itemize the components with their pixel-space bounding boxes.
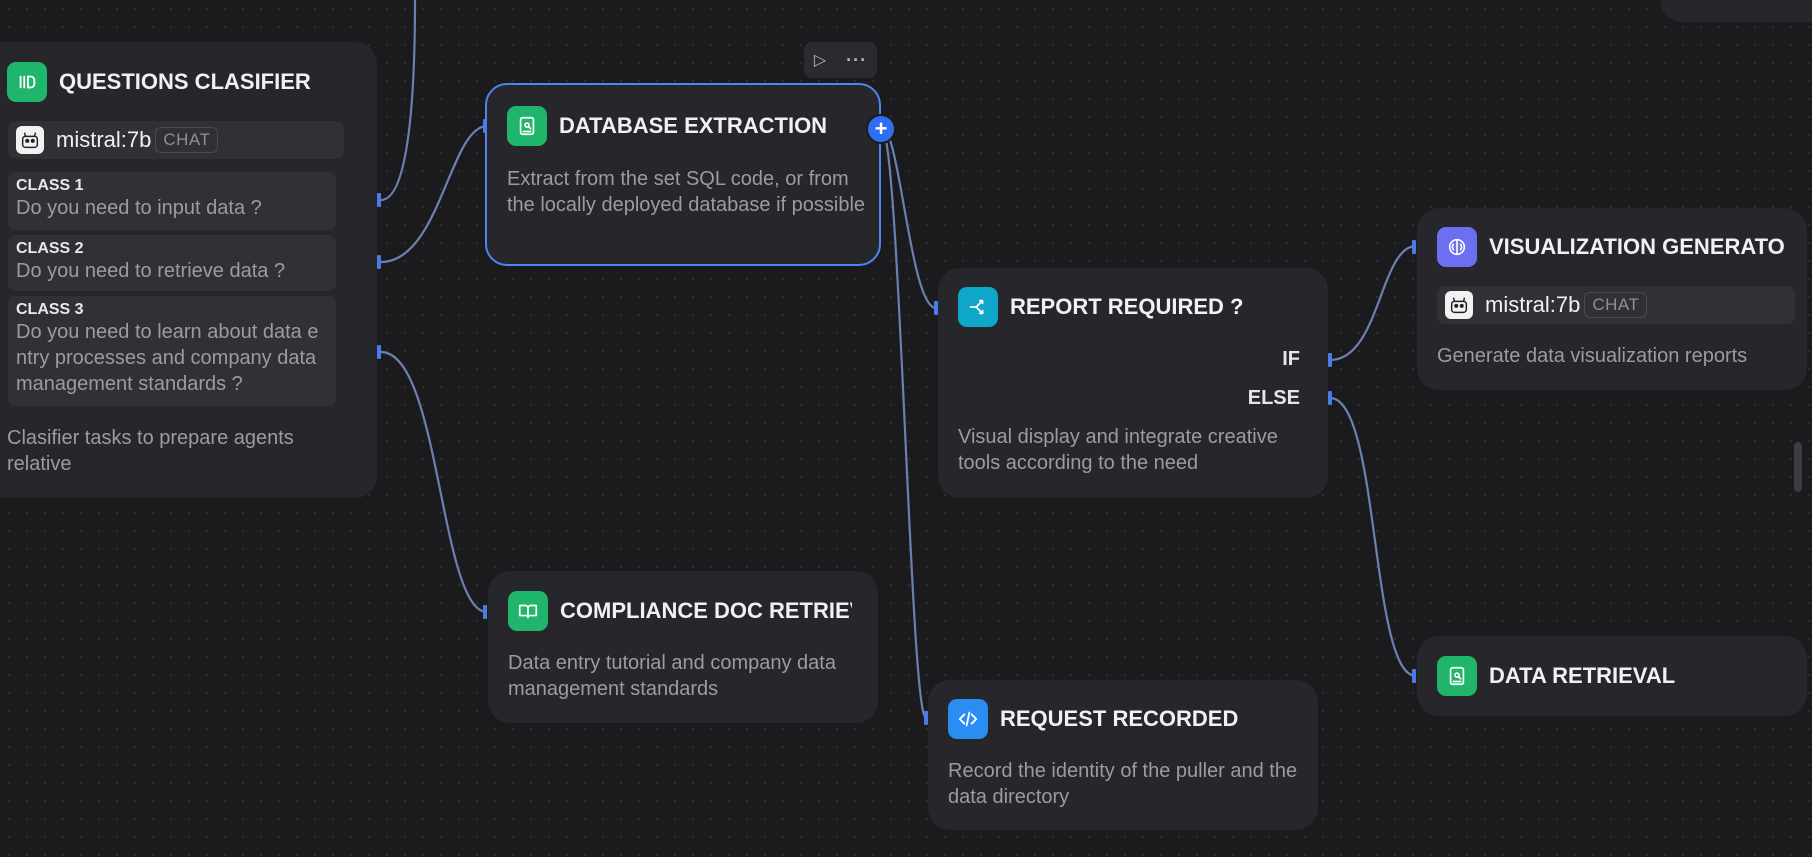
node-compliance-doc[interactable]: COMPLIANCE DOC RETRIEV Data entry tutori…	[488, 571, 878, 723]
node-visualization-generator[interactable]: VISUALIZATION GENERATO mistral:7b CHAT G…	[1417, 208, 1807, 390]
node-title: DATABASE EXTRACTION	[559, 113, 828, 138]
model-type-chip: CHAT	[1584, 292, 1648, 318]
node-toolbar: ▷ ···	[804, 42, 877, 78]
brain-icon	[1437, 227, 1477, 267]
if-output-handle[interactable]	[1328, 353, 1332, 367]
class-title: CLASS 1	[16, 177, 84, 194]
plus-icon[interactable]: +	[866, 114, 896, 144]
node-request-recorded[interactable]: REQUEST RECORDED Record the identity of …	[928, 680, 1318, 830]
report-input-handle[interactable]	[934, 301, 938, 315]
model-selector[interactable]: mistral:7b CHAT	[8, 121, 344, 159]
node-title: DATA RETRIEVAL	[1489, 663, 1676, 688]
node-description: Record the identity of the puller and th…	[948, 760, 1298, 808]
node-database-extraction[interactable]: DATABASE EXTRACTION Extract from the set…	[485, 83, 881, 266]
database-file-icon	[1437, 656, 1477, 696]
node-title: REQUEST RECORDED	[1000, 706, 1239, 731]
class-item-2[interactable]: CLASS 2 Do you need to retrieve data ?	[8, 235, 336, 291]
more-horizontal-icon[interactable]: ···	[846, 49, 868, 70]
node-description: Extract from the set SQL code, or from t…	[507, 168, 866, 216]
class2-output-handle[interactable]	[377, 255, 381, 269]
node-questions-classifier[interactable]: QUESTIONS CLASIFIER mistral:7b CHAT CLAS…	[0, 42, 377, 498]
node-description: Clasifier tasks to prepare agents relati…	[7, 427, 294, 475]
class-question: Do you need to learn about data entry pr…	[16, 321, 319, 395]
class-title: CLASS 3	[16, 301, 84, 318]
node-description: Generate data visualization reports	[1437, 345, 1748, 367]
database-input-handle[interactable]	[483, 119, 487, 133]
if-branch-label: IF	[1282, 348, 1300, 370]
node-title: REPORT REQUIRED ?	[1010, 294, 1244, 319]
class-title: CLASS 2	[16, 240, 84, 257]
node-title: VISUALIZATION GENERATO	[1489, 234, 1785, 259]
edge-class2-to-database	[380, 124, 488, 264]
visualization-input-handle[interactable]	[1412, 240, 1416, 254]
offscreen-node[interactable]	[1660, 0, 1812, 22]
node-report-required[interactable]: REPORT REQUIRED ? IF ELSE Visual display…	[938, 268, 1328, 498]
node-data-retrieval[interactable]: DATA RETRIEVAL	[1417, 636, 1807, 716]
code-icon	[948, 699, 988, 739]
else-branch-label: ELSE	[1247, 387, 1300, 409]
edge-top-to-class1	[380, 0, 417, 202]
model-name: mistral:7b	[56, 127, 152, 152]
class-item-1[interactable]: CLASS 1 Do you need to input data ?	[8, 172, 336, 230]
edge-else-to-dataretrieval	[1329, 396, 1417, 678]
edge-database-to-request	[879, 124, 928, 720]
class-item-3[interactable]: CLASS 3 Do you need to learn about data …	[8, 296, 336, 406]
model-selector[interactable]: mistral:7b CHAT	[1437, 286, 1795, 324]
model-type-chip: CHAT	[155, 127, 219, 153]
database-file-icon	[507, 106, 547, 146]
class1-output-handle[interactable]	[377, 193, 381, 207]
edge-if-to-visualization	[1329, 244, 1417, 362]
node-title: COMPLIANCE DOC RETRIEV	[560, 598, 852, 623]
class-question: Do you need to retrieve data ?	[16, 260, 286, 282]
model-avatar-icon	[16, 126, 44, 154]
vertical-scrollbar[interactable]	[1794, 442, 1802, 492]
request-input-handle[interactable]	[924, 711, 928, 725]
model-name: mistral:7b	[1485, 292, 1581, 317]
node-title: QUESTIONS CLASIFIER	[59, 69, 311, 94]
node-description: Data entry tutorial and company data man…	[508, 652, 836, 700]
book-open-icon	[508, 591, 548, 631]
model-avatar-icon	[1445, 291, 1473, 319]
class-question: Do you need to input data ?	[16, 197, 262, 219]
edge-database-to-report	[880, 124, 937, 310]
else-output-handle[interactable]	[1328, 391, 1332, 405]
class3-output-handle[interactable]	[377, 345, 381, 359]
play-icon[interactable]: ▷	[813, 52, 827, 69]
node-description: Visual display and integrate creative to…	[958, 426, 1278, 474]
compliance-input-handle[interactable]	[483, 605, 487, 619]
data-retrieval-input-handle[interactable]	[1412, 669, 1416, 683]
branch-icon	[958, 287, 998, 327]
edge-class3-to-compliance	[380, 350, 488, 614]
classifier-icon	[7, 62, 47, 102]
